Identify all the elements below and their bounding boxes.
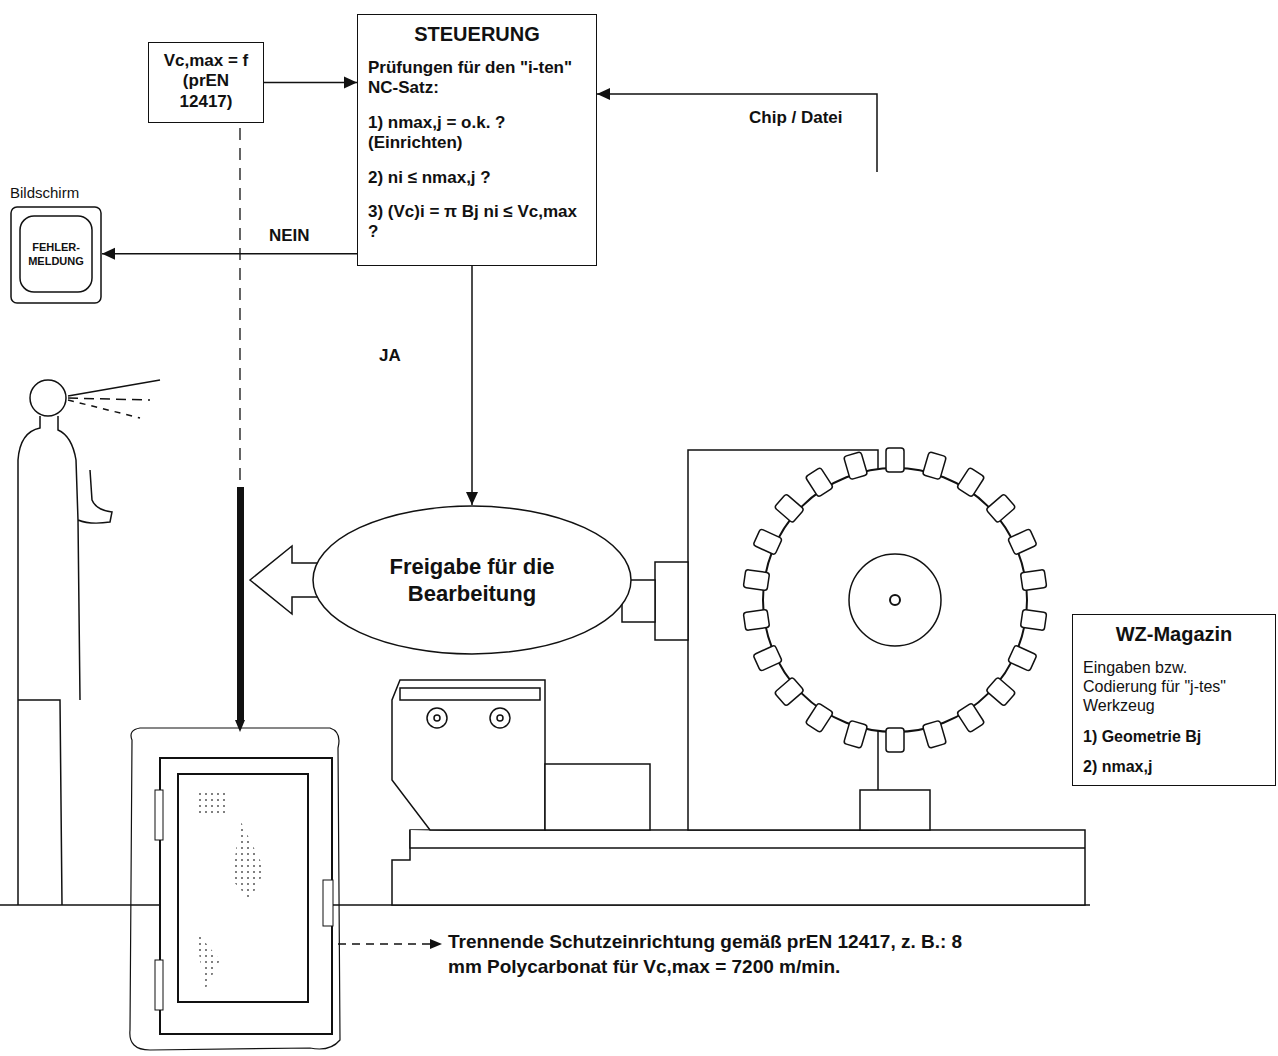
magazine-pocket: [743, 569, 769, 590]
release-ellipse: Freigabe für die Bearbeitung: [312, 505, 632, 655]
edge-label: Chip / Datei: [747, 108, 845, 128]
magazine-pocket: [844, 452, 868, 480]
operator-figure: [18, 380, 160, 905]
guard-door: [130, 728, 340, 1050]
note-text: Trennende Schutzeinrichtung gemäß prEN 1…: [448, 930, 968, 979]
tool-magazine-box: WZ-MagazinEingaben bzw. Codierung für "j…: [1072, 614, 1276, 786]
node-text: Eingaben bzw. Codierung für "j-tes" Werk…: [1083, 658, 1265, 716]
guard-bar: [237, 487, 244, 720]
node-text: 2) ni ≤ nmax,j ?: [368, 168, 586, 188]
node-text: FEHLER- MELDUNG: [25, 241, 87, 269]
arrow-head: [466, 492, 478, 505]
node-heading: STEUERUNG: [368, 23, 586, 46]
arrow-head: [597, 88, 610, 100]
magazine-pocket: [957, 703, 985, 733]
node-text: 1) Geometrie Bj: [1083, 728, 1265, 746]
arrow-head: [102, 248, 115, 260]
ellipse-outline: [312, 505, 632, 655]
magazine-pocket: [753, 645, 782, 671]
magazine-pocket: [1008, 529, 1037, 555]
magazine-pocket: [886, 448, 904, 472]
connector: [471, 266, 473, 505]
magazine-pocket: [922, 452, 946, 480]
magazine-pocket: [886, 728, 904, 752]
node-text: 3) (Vc)i = π Bj ni ≤ Vc,max ?: [368, 202, 586, 243]
dashed-link: [239, 108, 240, 722]
magazine-pocket: [1020, 609, 1046, 630]
arrow-head: [344, 77, 357, 89]
magazine-pocket: [743, 609, 769, 630]
node-text: Prüfungen für den "i-ten" NC-Satz:: [368, 58, 586, 99]
control-box: STEUERUNG Prüfungen für den "i-ten" NC-Sa…: [357, 14, 597, 266]
magazine-pocket: [805, 467, 833, 497]
edge-label: NEIN: [267, 226, 312, 246]
node-heading: WZ-Magazin: [1083, 623, 1265, 646]
magazine-pocket: [922, 720, 946, 748]
tool-magazine-wheel: [743, 448, 1046, 752]
magazine-pocket: [844, 720, 868, 748]
magazine-pocket: [774, 494, 804, 523]
connector: [102, 253, 357, 255]
node-text: 2) nmax,j: [1083, 758, 1265, 776]
magazine-pocket: [986, 677, 1016, 706]
magazine-pocket: [805, 703, 833, 733]
connector: [597, 94, 877, 172]
formula-box: Vc,max = f (prEN 12417): [148, 42, 264, 123]
magazine-pocket: [774, 677, 804, 706]
node-heading: Freigabe für die Bearbeitung: [382, 553, 562, 608]
node-heading: Vc,max = f (prEN 12417): [159, 51, 253, 112]
monitor: BildschirmFEHLER- MELDUNG: [10, 206, 102, 304]
magazine-pocket: [957, 467, 985, 497]
magazine-pocket: [1008, 645, 1037, 671]
edge-label: JA: [377, 346, 403, 366]
release-arrow: [250, 546, 318, 614]
magazine-pocket: [986, 494, 1016, 523]
magazine-pocket: [1020, 569, 1046, 590]
node-text: 1) nmax,j = o.k. ? (Einrichten): [368, 113, 586, 154]
connector: [264, 82, 357, 84]
node-heading: Bildschirm: [10, 184, 79, 201]
magazine-pocket: [753, 529, 782, 555]
